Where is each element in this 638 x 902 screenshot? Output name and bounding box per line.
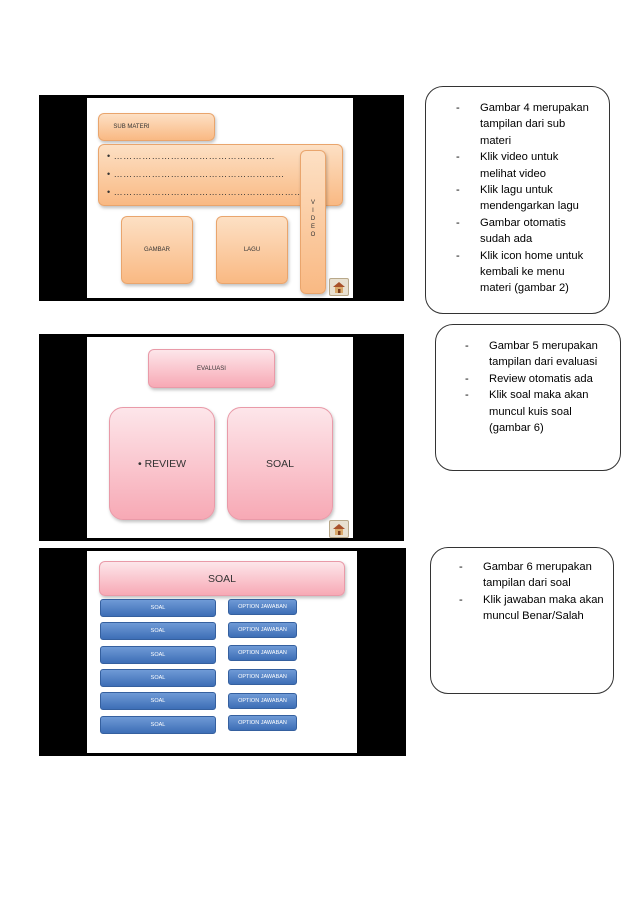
lagu-button[interactable]: LAGU xyxy=(216,216,288,284)
slide-5-frame: EVALUASI • REVIEW SOAL xyxy=(39,334,404,541)
soal-item[interactable]: SOAL xyxy=(100,716,216,734)
bullet-line: • ……………………………………………… xyxy=(107,169,285,179)
soal-button[interactable]: SOAL xyxy=(227,407,333,520)
sub-materi-header: SUB MATERI xyxy=(98,113,215,141)
soal-item[interactable]: SOAL xyxy=(100,646,216,664)
soal-item[interactable]: SOAL xyxy=(100,599,216,617)
note-item: - Review otomatis ada xyxy=(465,372,593,385)
video-letter: I xyxy=(312,208,314,214)
video-letter: E xyxy=(310,224,315,230)
soal-item[interactable]: SOAL xyxy=(100,692,216,710)
slide-4-frame: SUB MATERI • …………………………………………… • …………………… xyxy=(39,95,404,301)
video-letter: V xyxy=(310,200,315,206)
bullet-line: • ……………………………………………………… xyxy=(107,187,314,197)
video-letter: O xyxy=(310,232,316,238)
evaluasi-header: EVALUASI xyxy=(148,349,275,388)
soal-item[interactable]: SOAL xyxy=(100,622,216,640)
home-icon[interactable] xyxy=(329,520,349,538)
soal-item[interactable]: SOAL xyxy=(100,669,216,687)
bullet-line: • …………………………………………… xyxy=(107,151,276,161)
soal-title: SOAL xyxy=(99,561,345,596)
home-icon[interactable] xyxy=(329,278,349,296)
option-jawaban[interactable]: OPTION JAWABAN xyxy=(228,645,297,661)
video-button[interactable]: V I D E O xyxy=(300,150,326,294)
slide-6: SOAL SOAL OPTION JAWABAN SOAL OPTION JAW… xyxy=(87,551,357,753)
option-jawaban[interactable]: OPTION JAWABAN xyxy=(228,715,297,731)
slide-4: SUB MATERI • …………………………………………… • …………………… xyxy=(87,98,353,298)
option-jawaban[interactable]: OPTION JAWABAN xyxy=(228,622,297,638)
video-letter: D xyxy=(310,216,316,222)
option-jawaban[interactable]: OPTION JAWABAN xyxy=(228,669,297,685)
option-jawaban[interactable]: OPTION JAWABAN xyxy=(228,693,297,709)
slide-6-frame: SOAL SOAL OPTION JAWABAN SOAL OPTION JAW… xyxy=(39,548,406,756)
review-button[interactable]: • REVIEW xyxy=(109,407,215,520)
slide-5: EVALUASI • REVIEW SOAL xyxy=(87,337,353,538)
gambar-button[interactable]: GAMBAR xyxy=(121,216,193,284)
option-jawaban[interactable]: OPTION JAWABAN xyxy=(228,599,297,615)
